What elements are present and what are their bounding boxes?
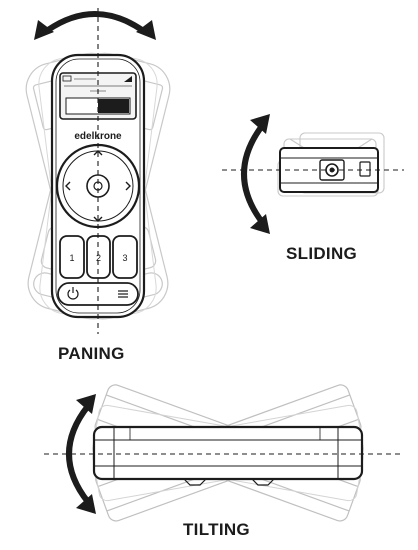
- sliding-label: SLIDING: [286, 244, 358, 263]
- menu-icon[interactable]: [118, 290, 128, 298]
- arrow-up-icon[interactable]: [93, 150, 103, 156]
- key-3-label: 3: [122, 253, 127, 263]
- key-1-label: 1: [69, 253, 74, 263]
- key-1[interactable]: 1: [59, 235, 85, 279]
- remote-body: edelkrone 1 2: [50, 53, 146, 319]
- tilt-rotation-arrow-icon: [66, 394, 96, 514]
- tilting-figure: [44, 384, 404, 522]
- bottom-bar: [57, 282, 139, 306]
- tilting-label: TILTING: [183, 520, 250, 539]
- sliding-figure: [222, 114, 404, 234]
- arrow-left-icon[interactable]: [65, 181, 71, 191]
- center-button-icon[interactable]: [86, 174, 110, 198]
- d-pad[interactable]: [55, 143, 141, 229]
- tilt-body: [92, 425, 364, 486]
- remote-screen: [59, 72, 137, 120]
- arrow-right-icon[interactable]: [125, 181, 131, 191]
- battery-icon: [62, 75, 72, 82]
- power-icon[interactable]: [67, 287, 79, 300]
- pan-rotation-arrow-icon: [34, 11, 156, 40]
- signal-icon: [124, 76, 132, 82]
- arrow-down-icon[interactable]: [93, 216, 103, 222]
- key-2-label: 2: [96, 253, 101, 263]
- panning-label: PANING: [58, 344, 125, 363]
- slide-rotation-arrow-icon: [241, 114, 270, 234]
- panning-figure: edelkrone 1 2: [25, 8, 171, 334]
- key-3[interactable]: 3: [112, 235, 138, 279]
